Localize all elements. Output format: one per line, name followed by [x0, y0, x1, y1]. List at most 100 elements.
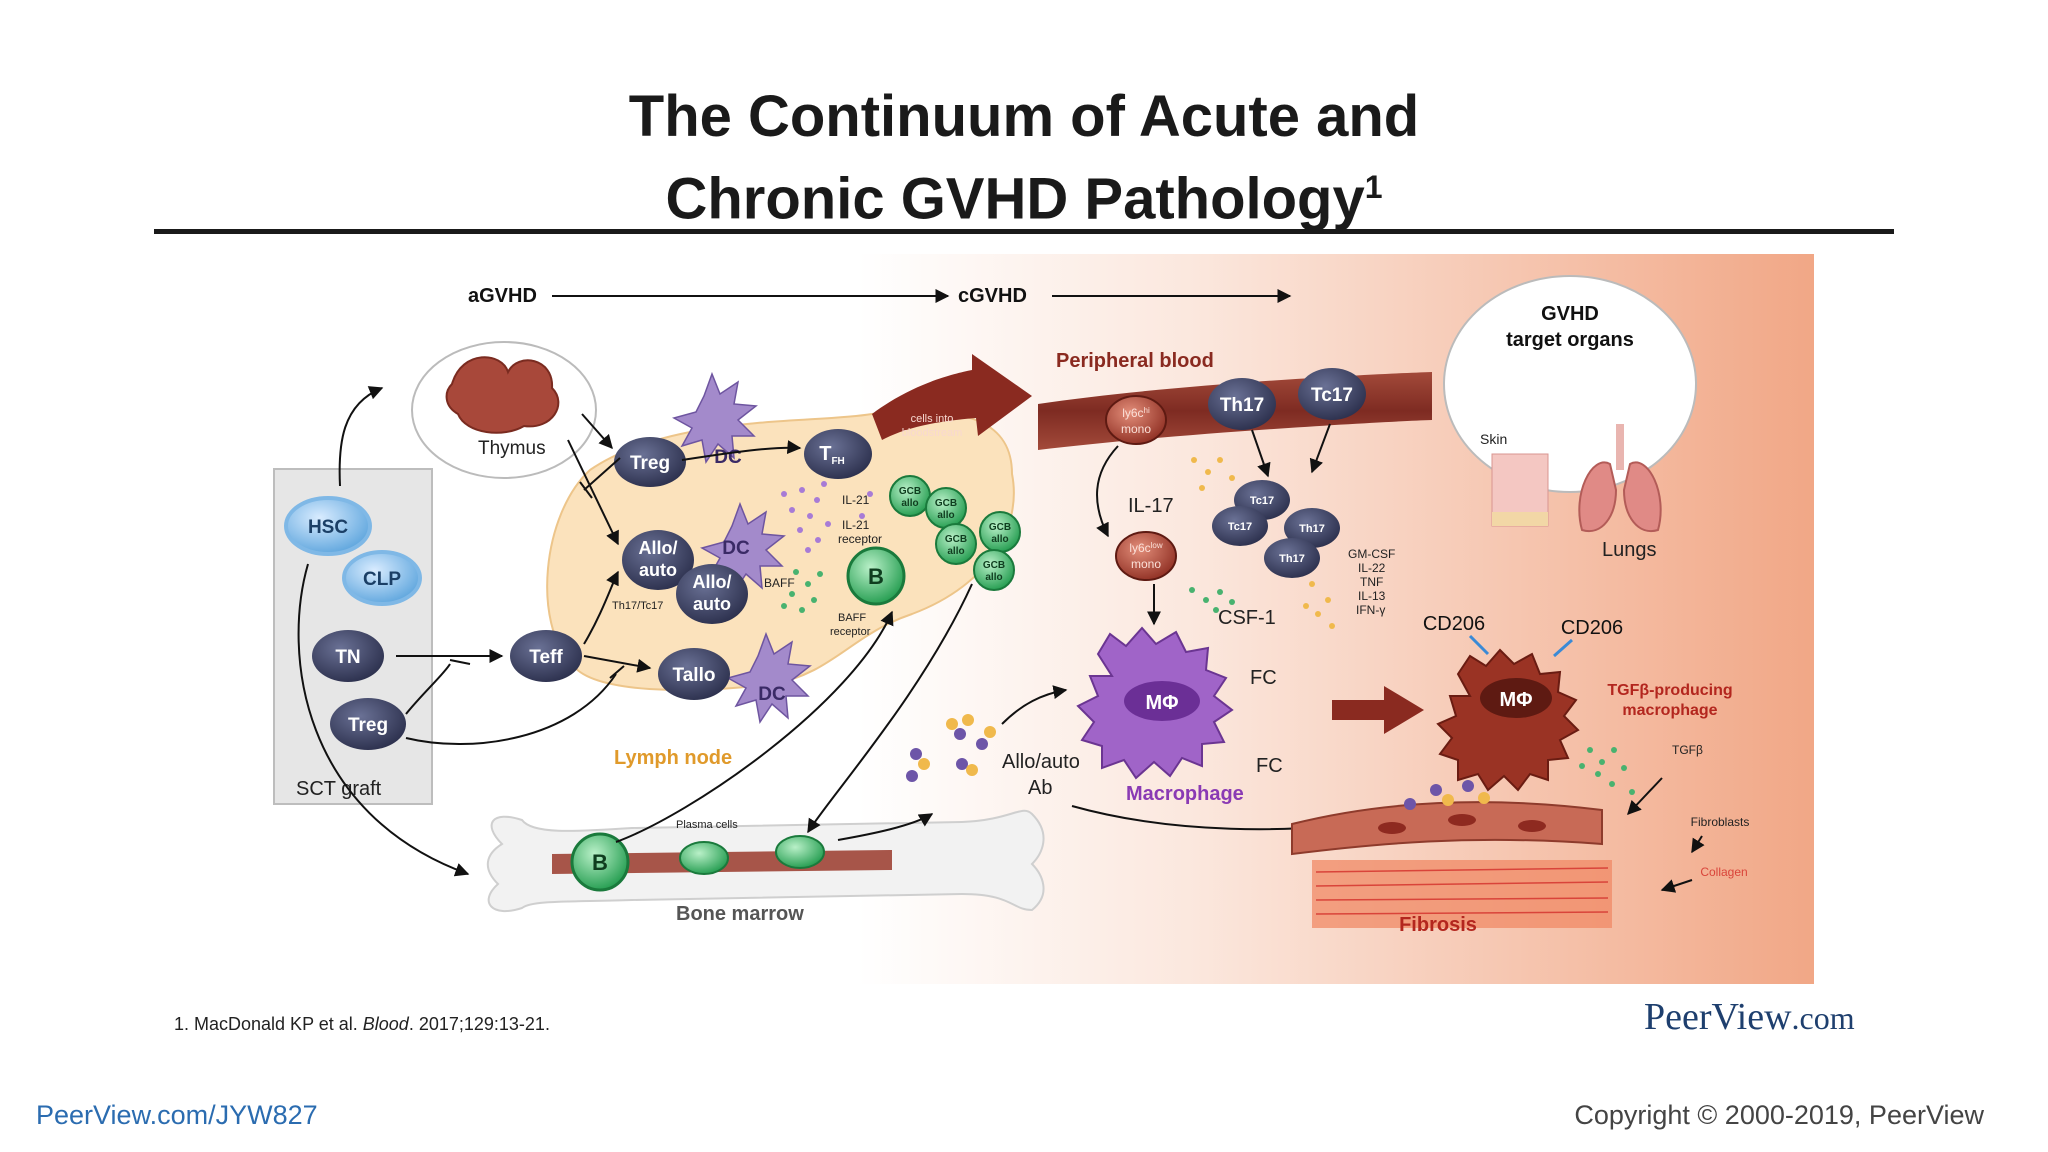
stage-cgvhd: cGVHD [958, 285, 1027, 307]
cd206-right: CD206 [1561, 617, 1623, 639]
cluster-tc17-b: Tc17 [1228, 521, 1252, 533]
allo-ab-line2: Ab [1028, 777, 1052, 799]
dc-cell-low [726, 631, 812, 724]
bone-marrow-label: Bone marrow [676, 903, 804, 925]
graft-treg-cell [330, 698, 406, 750]
cells-bloodstream-line2: bloodstream [902, 427, 963, 439]
trachea-icon [1616, 424, 1624, 470]
lymph-node-label: Lymph node [614, 747, 732, 769]
allo-auto-2-line2: auto [693, 594, 731, 614]
title-superscript: 1 [1364, 169, 1383, 205]
th17-tc17-label: Th17/Tc17 [612, 600, 663, 612]
tfh-cell [804, 429, 872, 479]
cytokine-0: GM-CSF [1348, 547, 1395, 561]
reference: 1. MacDonald KP et al. Blood. 2017;129:1… [174, 1014, 550, 1035]
macrophage-nucleus [1124, 681, 1200, 721]
allo-auto-cell-2 [676, 564, 748, 624]
skin-label: Skin [1480, 431, 1507, 447]
mono-hi-sup: hi [1144, 406, 1150, 415]
gvhd-diagram: aGVHD cGVHD SCT graft HSC CLP TN Treg Th… [272, 254, 1814, 984]
tgf-label-line2: macrophage [1622, 702, 1717, 719]
t-cell-cluster [1212, 480, 1340, 578]
thymus-label: Thymus [478, 438, 546, 459]
graft-treg-label: Treg [348, 715, 388, 736]
mono-hi-line1: ly6chi [1122, 406, 1150, 420]
cd206-left-marker [1468, 634, 1490, 656]
stage-agvhd: aGVHD [468, 285, 537, 307]
tallo-label: Tallo [673, 665, 716, 686]
macrophage-label: Macrophage [1126, 783, 1244, 805]
polarization-arrow [1332, 686, 1424, 734]
clp-cell [342, 550, 422, 606]
mono-hi-cell [1105, 395, 1167, 445]
ln-b-cell [846, 546, 906, 606]
dc-label-mid: DC [722, 538, 750, 559]
cd206-left: CD206 [1423, 613, 1485, 635]
plasma-cells-label: Plasma cells [676, 819, 738, 831]
baff-label: BAFF [764, 576, 795, 590]
blood-tc17-cell [1298, 368, 1366, 420]
blood-th17-label: Th17 [1220, 395, 1264, 416]
title-rule [154, 229, 1894, 234]
baff-dots [781, 569, 823, 613]
tgfb-label: TGFβ [1672, 743, 1703, 757]
gcb-5-line2: allo [985, 572, 1002, 583]
gcb-4-line2: allo [947, 546, 964, 557]
gcb-4-line1: GCB [945, 534, 967, 545]
target-organs-circle [1443, 275, 1697, 493]
plasma-cell-2 [775, 835, 825, 869]
allo-auto-1-line2: auto [639, 560, 677, 580]
il21-label: IL-21 [842, 493, 870, 507]
tn-cell [312, 630, 384, 682]
ln-b-label: B [868, 564, 884, 589]
cytokine-2: TNF [1360, 575, 1383, 589]
fibroblast-layer [1291, 801, 1603, 856]
csf1-dots [1189, 587, 1235, 613]
csf1-label: CSF-1 [1218, 607, 1276, 629]
acute-arrows [297, 413, 802, 877]
cells-bloodstream-arrow [872, 354, 1032, 440]
lungs-icon [1578, 461, 1662, 533]
ln-treg-label: Treg [630, 453, 670, 474]
blood-tc17-label: Tc17 [1311, 385, 1353, 406]
il21r-line2: receptor [838, 532, 882, 546]
brand-name: PeerView [1644, 996, 1792, 1038]
mono-lo-line2: mono [1131, 557, 1161, 571]
copyright: Copyright © 2000-2019, PeerView [1574, 1100, 1984, 1130]
fc-label-bottom: FC [1256, 755, 1283, 777]
slide-title-line-2: Chronic GVHD Pathology1 [0, 152, 2048, 234]
mono-lo-sup: low [1151, 541, 1163, 550]
teff-cell [510, 630, 582, 682]
teff-label: Teff [529, 647, 563, 668]
dc-label-top: DC [714, 447, 742, 468]
mono-hi-line2: mono [1121, 422, 1151, 436]
tgf-label-line1: TGFβ-producing [1607, 682, 1732, 699]
brand-domain: .com [1791, 1000, 1855, 1036]
tallo-cell [658, 648, 730, 700]
peripheral-blood-label: Peripheral blood [1056, 350, 1214, 372]
mono-lo-cell [1115, 531, 1177, 581]
allo-auto-1-line1: Allo/ [639, 538, 678, 558]
dc-cell-top [672, 371, 758, 464]
allo-auto-cell-1 [622, 530, 694, 590]
reference-prefix: 1. MacDonald KP et al. [174, 1014, 363, 1034]
cd206-right-marker [1553, 638, 1573, 658]
footer-url-link[interactable]: PeerView.com/JYW827 [36, 1100, 318, 1130]
ln-treg-cell [614, 437, 686, 487]
gcb-2-line2: allo [937, 510, 954, 521]
mono-hi-ly: ly6c [1122, 406, 1143, 420]
arrow-hsc-thymus [338, 386, 384, 487]
tgf-macrophage-nucleus [1480, 678, 1552, 718]
lungs-label: Lungs [1602, 539, 1657, 561]
macrophage-symbol: MΦ [1145, 692, 1178, 714]
reference-suffix: . 2017;129:13-21. [408, 1014, 550, 1034]
target-title-line1: GVHD [1541, 303, 1599, 325]
thymus-organ [445, 356, 560, 434]
mono-lo-line1: ly6clow [1129, 541, 1163, 555]
fibrosis-arrows [1627, 777, 1705, 893]
bm-b-cell [570, 832, 630, 892]
tfh-label: TFH [819, 443, 845, 467]
il17-label: IL-17 [1128, 495, 1174, 517]
cluster-th17-a: Th17 [1299, 523, 1325, 535]
allo-ab-line1: Allo/auto [1002, 751, 1080, 773]
